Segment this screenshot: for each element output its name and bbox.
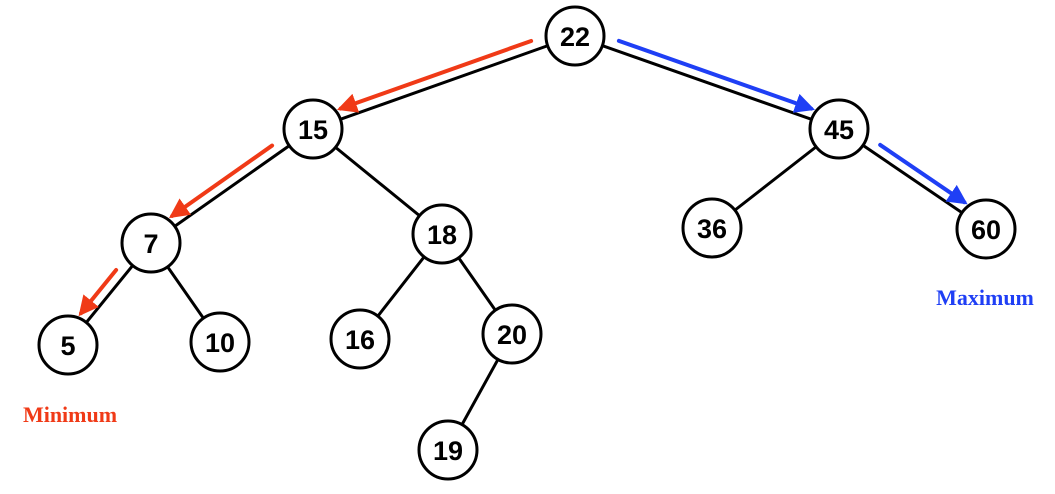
node-label-36: 36 [697, 214, 727, 244]
node-label-20: 20 [497, 320, 527, 350]
node-circle-7 [120, 212, 182, 274]
min-path-arrow-7-5 [78, 268, 119, 317]
node-15: 15 [282, 98, 344, 160]
node-circle-22 [544, 5, 606, 67]
node-circle-10 [189, 311, 251, 373]
maximum-label: Maximum [936, 285, 1034, 310]
node-label-7: 7 [143, 229, 158, 259]
node-36: 36 [681, 197, 743, 259]
node-10: 10 [189, 311, 251, 373]
search-paths [78, 38, 968, 317]
node-label-10: 10 [205, 328, 235, 358]
node-label-18: 18 [427, 220, 457, 250]
node-circle-15 [282, 98, 344, 160]
node-label-60: 60 [971, 215, 1001, 245]
edge-22-45 [573, 34, 841, 131]
node-18: 18 [411, 203, 473, 265]
max-path-arrow-22-45 [616, 38, 815, 113]
tree-nodes: 22 15 45 7 18 36 60 5 10 16 20 19 [37, 5, 1017, 481]
node-16: 16 [329, 308, 391, 370]
node-7: 7 [120, 212, 182, 274]
min-path-arrow-22-15 [336, 38, 534, 113]
node-60: 60 [955, 198, 1017, 260]
node-19: 19 [417, 419, 479, 481]
node-circle-19 [417, 419, 479, 481]
node-22: 22 [544, 5, 606, 67]
node-5: 5 [37, 314, 99, 376]
node-label-5: 5 [60, 331, 75, 361]
node-circle-20 [481, 303, 543, 365]
min-path-arrow-15-7 [168, 143, 275, 219]
node-label-15: 15 [298, 115, 328, 145]
node-circle-45 [808, 98, 870, 160]
node-circle-5 [37, 314, 99, 376]
edge-22-15 [311, 34, 577, 131]
max-path-arrow-45-60 [878, 142, 968, 205]
node-label-22: 22 [560, 22, 590, 52]
node-label-45: 45 [824, 115, 854, 145]
node-label-16: 16 [345, 325, 375, 355]
node-circle-18 [411, 203, 473, 265]
edge-15-7 [149, 127, 315, 245]
node-label-19: 19 [433, 436, 463, 466]
node-20: 20 [481, 303, 543, 365]
node-circle-16 [329, 308, 391, 370]
tree-edges [66, 34, 988, 452]
minimum-label: Minimum [23, 402, 117, 427]
node-45: 45 [808, 98, 870, 160]
node-circle-36 [681, 197, 743, 259]
node-circle-60 [955, 198, 1017, 260]
